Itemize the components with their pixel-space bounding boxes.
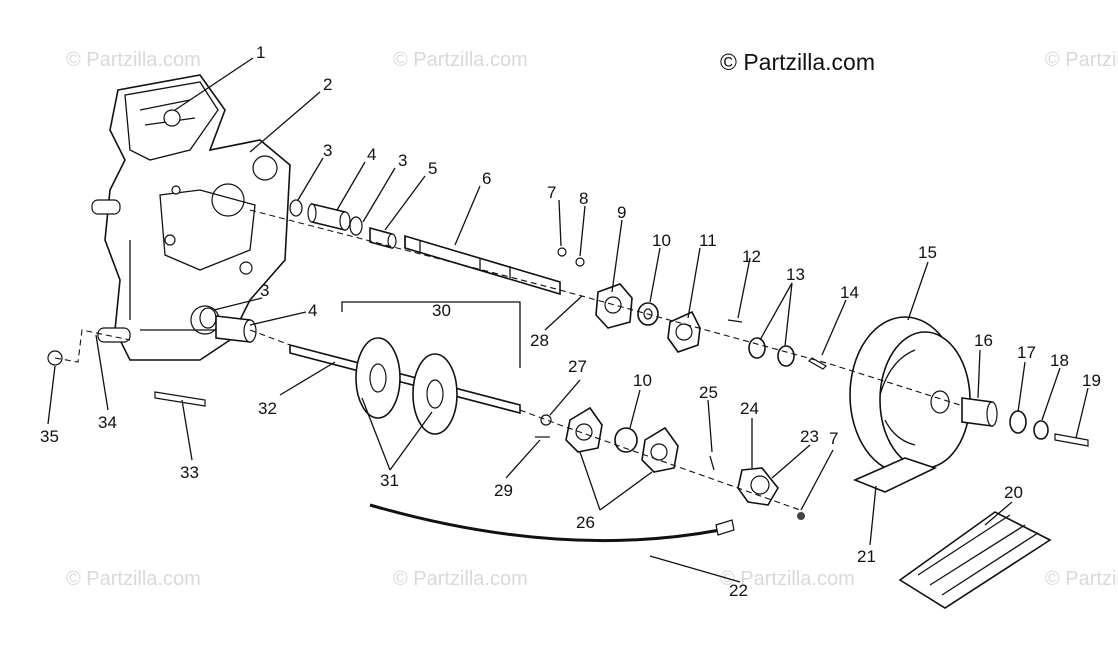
washer-18 (1033, 420, 1049, 440)
pin-14 (808, 357, 827, 370)
watermark: © Partzilla.com (393, 568, 528, 590)
callout-label: 34 (98, 413, 117, 432)
sprocket-shaft (289, 337, 521, 435)
callout-label: 14 (840, 283, 859, 302)
washer-13 (748, 337, 766, 359)
callout-label: 25 (699, 383, 718, 402)
callout-label: 20 (1004, 483, 1023, 502)
brand-label: © Partzilla.com (720, 49, 875, 75)
callout-label: 31 (380, 471, 399, 490)
callout-label: 5 (428, 159, 437, 178)
callout-label: 16 (974, 331, 993, 350)
bolt-33 (154, 391, 206, 407)
callout-label: 10 (652, 231, 671, 250)
callout-label: 33 (180, 463, 199, 482)
callout-label: 11 (699, 231, 717, 250)
nut-7 (557, 247, 567, 257)
callout-label: 7 (829, 429, 838, 448)
bolt-12 (727, 319, 743, 323)
pin-25 (709, 455, 715, 471)
callout-label: 32 (258, 399, 277, 418)
callout-label: 27 (568, 357, 587, 376)
lower-bearing-stack (199, 307, 257, 343)
callout-label: 21 (857, 547, 876, 566)
callout-label: 2 (323, 75, 332, 94)
chain-21 (852, 457, 938, 493)
callout-label: 18 (1050, 351, 1069, 370)
callout-label: 4 (308, 301, 317, 320)
chain-20 (898, 511, 1052, 609)
watermark: © Partzilla.com (1045, 49, 1118, 71)
callout-label: 19 (1082, 371, 1101, 390)
watermarks: © Partzilla.com © Partzilla.com © Partzi… (66, 49, 1118, 590)
washer-13 (777, 345, 795, 367)
watermark: © Partzilla.com (66, 568, 201, 590)
callout-label: 29 (494, 481, 513, 500)
callout-label: 15 (918, 243, 937, 262)
callout-label: 23 (800, 427, 819, 446)
callout-label: 3 (260, 281, 269, 300)
callout-label: 17 (1017, 343, 1036, 362)
leader-lines (47, 57, 1089, 583)
callout-label: 13 (786, 265, 805, 284)
callout-label: 24 (740, 399, 759, 418)
callout-label: 30 (432, 301, 451, 320)
callout-label: 12 (742, 247, 761, 266)
callout-label: 22 (729, 581, 748, 600)
watermark: © Partzilla.com (1045, 568, 1118, 590)
watermark: © Partzilla.com (720, 568, 855, 590)
callout-label: 3 (398, 151, 407, 170)
callout-label: 7 (547, 183, 556, 202)
cable-22 (369, 503, 721, 543)
watermark: © Partzilla.com (393, 49, 528, 71)
watermark: © Partzilla.com (66, 49, 201, 71)
bearing-10 (614, 427, 638, 453)
upper-bearing-stack (289, 199, 397, 250)
nut-7 (797, 512, 805, 520)
callout-labels: 1 2 3 4 3 5 6 7 8 9 10 11 12 13 14 15 16… (40, 43, 1101, 600)
callout-label: 3 (323, 141, 332, 160)
bracket-30 (341, 301, 521, 368)
washer-17 (1009, 410, 1027, 434)
callout-label: 1 (256, 43, 265, 62)
part-27 (540, 414, 552, 426)
callout-label: 35 (40, 427, 59, 446)
callout-label: 9 (617, 203, 626, 222)
callout-label: 26 (576, 513, 595, 532)
callout-label: 4 (367, 145, 376, 164)
driven-pulley (849, 316, 971, 474)
callout-label: 6 (482, 169, 491, 188)
bolt-19 (1054, 433, 1089, 447)
callout-label: 10 (633, 371, 652, 390)
washer-8 (575, 257, 585, 267)
callout-label: 8 (579, 189, 588, 208)
drive-shaft (404, 234, 561, 296)
callout-label: 28 (530, 331, 549, 350)
chaincase-housing (91, 74, 291, 361)
